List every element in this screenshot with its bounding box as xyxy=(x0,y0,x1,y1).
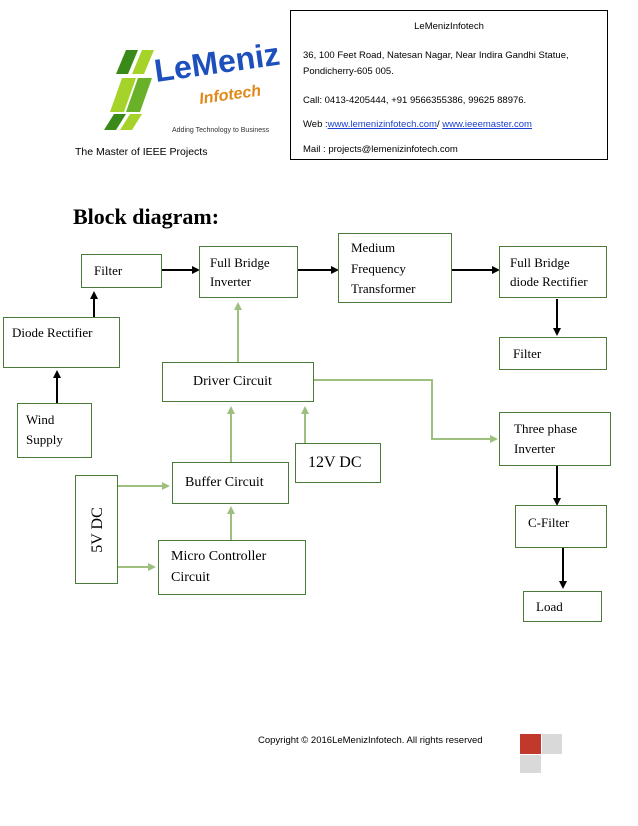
address-line1: 36, 100 Feet Road, Natesan Nagar, Near I… xyxy=(303,50,569,61)
block-filter-right-label: Filter xyxy=(513,346,542,361)
company-name: LeMenizInfotech xyxy=(414,21,484,32)
call-line: Call: 0413-4205444, +91 9566355386, 9962… xyxy=(303,95,527,106)
block-micro-controller: Micro Controller Circuit xyxy=(158,540,306,595)
web-separator: / xyxy=(436,119,440,130)
block-fbdr-line1: Full Bridge xyxy=(510,255,570,270)
web-label: Web : xyxy=(303,119,328,130)
block-transformer-line3: Transformer xyxy=(351,281,416,296)
block-three-phase-inverter: Three phase Inverter xyxy=(499,412,611,466)
block-micro-line1: Micro Controller xyxy=(171,549,267,564)
block-diode-rectifier: Diode Rectifier xyxy=(3,317,120,368)
block-full-bridge-diode-rectifier: Full Bridge diode Rectifier xyxy=(499,246,607,298)
block-full-bridge-inverter-line1: Full Bridge xyxy=(210,255,270,270)
block-wind-supply: Wind Supply xyxy=(17,403,92,458)
footer-square-grey-right xyxy=(542,734,562,754)
block-driver-circuit: Driver Circuit xyxy=(162,362,314,402)
block-diode-rectifier-label: Diode Rectifier xyxy=(12,325,93,340)
block-three-phase-line1: Three phase xyxy=(514,421,578,436)
block-buffer-circuit-label: Buffer Circuit xyxy=(185,475,264,490)
block-c-filter-label: C-Filter xyxy=(528,515,570,530)
block-filter-left-label: Filter xyxy=(94,263,123,278)
block-filter-left: Filter xyxy=(81,254,162,288)
block-5v-dc-label: 5V DC xyxy=(89,507,106,553)
master-of-ieee-text: The Master of IEEE Projects xyxy=(75,146,208,158)
block-three-phase-line2: Inverter xyxy=(514,441,556,456)
block-12v-dc: 12V DC xyxy=(295,443,381,483)
block-full-bridge-inverter: Full Bridge Inverter xyxy=(199,246,298,298)
arrow-driver-to-threephase xyxy=(314,379,498,443)
block-load-label: Load xyxy=(536,599,563,614)
block-medium-frequency-transformer: Medium Frequency Transformer xyxy=(338,233,452,303)
block-wind-supply-line2: Supply xyxy=(26,432,63,447)
block-filter-right: Filter xyxy=(499,337,607,370)
address-line2: Pondicherry-605 005. xyxy=(303,66,394,77)
block-wind-supply-line1: Wind xyxy=(26,412,55,427)
block-c-filter: C-Filter xyxy=(515,505,607,548)
block-full-bridge-inverter-line2: Inverter xyxy=(210,274,252,289)
lemeniz-logo: LeMeniz Infotech Adding Technology to Bu… xyxy=(104,40,280,134)
web-link-lemeniz[interactable]: www.lemenizinfotech.com xyxy=(327,119,437,130)
block-12v-dc-label: 12V DC xyxy=(308,454,362,471)
block-load: Load xyxy=(523,591,602,622)
contact-box: LeMenizInfotech 36, 100 Feet Road, Nates… xyxy=(290,10,608,160)
logo-slogan: Adding Technology to Business xyxy=(172,127,270,134)
block-buffer-circuit: Buffer Circuit xyxy=(172,462,289,504)
web-line: Web :www.lemenizinfotech.com/ www.ieeema… xyxy=(303,119,532,130)
block-driver-circuit-label: Driver Circuit xyxy=(193,374,272,389)
footer-square-grey-below xyxy=(520,755,541,773)
page-heading: Block diagram: xyxy=(73,204,220,229)
solar-panel-icon xyxy=(104,50,154,130)
copyright-text: Copyright © 2016LeMenizInfotech. All rig… xyxy=(258,735,483,746)
footer-square-red xyxy=(520,734,541,754)
mail-line: Mail : projects@lemenizinfotech.com xyxy=(303,144,458,155)
block-5v-dc: 5V DC xyxy=(75,475,118,584)
block-transformer-line1: Medium xyxy=(351,240,396,255)
block-micro-line2: Circuit xyxy=(171,570,210,585)
block-transformer-line2: Frequency xyxy=(351,261,406,276)
block-fbdr-line2: diode Rectifier xyxy=(510,274,588,289)
web-link-ieeemaster[interactable]: www.ieeemaster.com xyxy=(442,119,532,130)
